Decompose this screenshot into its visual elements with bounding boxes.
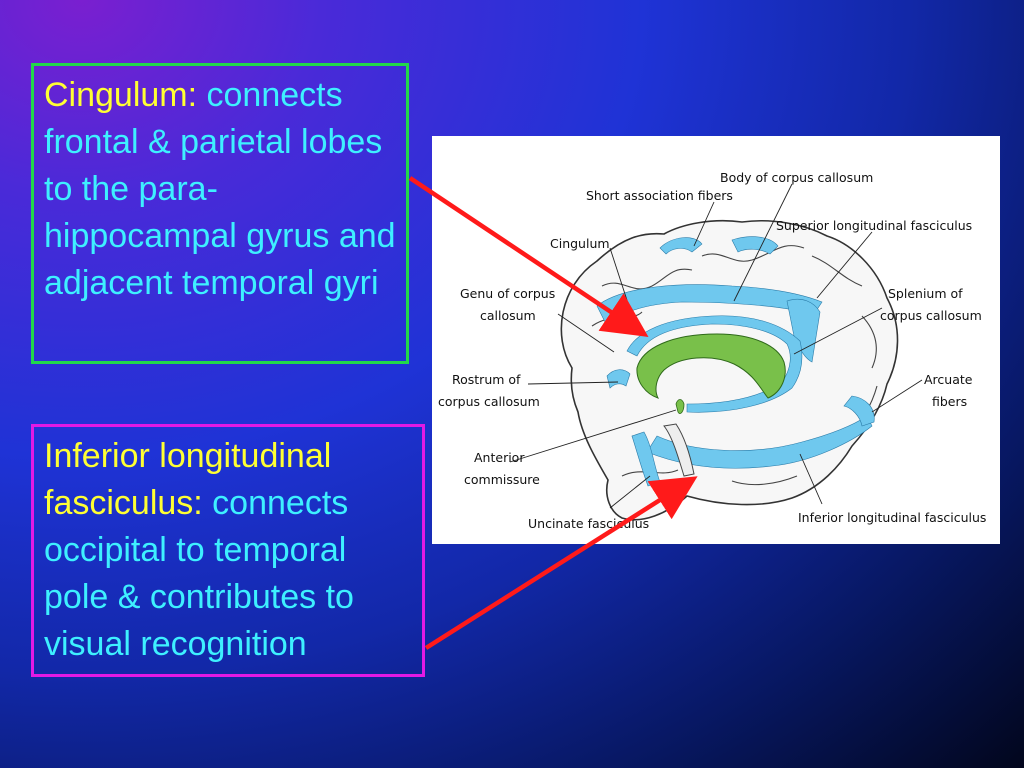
- label-short-association: Short association fibers: [586, 188, 733, 203]
- label-genu-line1: Genu of corpus: [460, 286, 555, 301]
- label-anterior-line1: Anterior: [474, 450, 525, 465]
- short-association-fibers: [659, 237, 703, 255]
- ilf-text-box: Inferior longitudinal fasciculus: connec…: [31, 424, 425, 677]
- label-rostrum-line1: Rostrum of: [452, 372, 521, 387]
- label-body-cc: Body of corpus callosum: [720, 170, 873, 185]
- label-anterior-line2: commissure: [464, 472, 540, 487]
- association-fibers: [596, 236, 875, 487]
- cingulum-fibers: [626, 315, 803, 413]
- cingulum-description: connects frontal & parietal lobes to the…: [44, 76, 396, 302]
- label-rostrum-line2: corpus callosum: [438, 394, 540, 409]
- label-genu-line2: callosum: [480, 308, 536, 323]
- anterior-commissure: [675, 399, 685, 414]
- ilf-fibers: [646, 415, 873, 469]
- rostrum-fibers: [606, 369, 631, 389]
- cingulum-text-box: Cingulum: connects frontal & parietal lo…: [31, 63, 409, 364]
- corpus-callosum: [636, 333, 786, 399]
- brain-diagram: Body of corpus callosum Short associatio…: [438, 170, 986, 531]
- brain-outline: [560, 219, 899, 521]
- label-splenium-line1: Splenium of: [888, 286, 963, 301]
- cingulum-term: Cingulum:: [44, 76, 198, 114]
- label-uncinate: Uncinate fasciculus: [528, 516, 649, 531]
- label-arcuate-line1: Arcuate: [924, 372, 973, 387]
- body-cc-upper-fibers: [731, 236, 779, 255]
- label-slf: Superior longitudinal fasciculus: [776, 218, 972, 233]
- ilf-term: Inferior longitudinal fasciculus:: [44, 437, 332, 522]
- label-ilf: Inferior longitudinal fasciculus: [798, 510, 986, 525]
- label-splenium-line2: corpus callosum: [880, 308, 982, 323]
- label-cingulum: Cingulum: [550, 236, 610, 251]
- brain-diagram-panel: Body of corpus callosum Short associatio…: [432, 136, 1000, 544]
- brainstem: [663, 423, 695, 477]
- arcuate-fibers: [843, 395, 875, 427]
- label-arcuate-line2: fibers: [932, 394, 967, 409]
- ilf-description: connects occipital to temporal pole & co…: [44, 484, 354, 663]
